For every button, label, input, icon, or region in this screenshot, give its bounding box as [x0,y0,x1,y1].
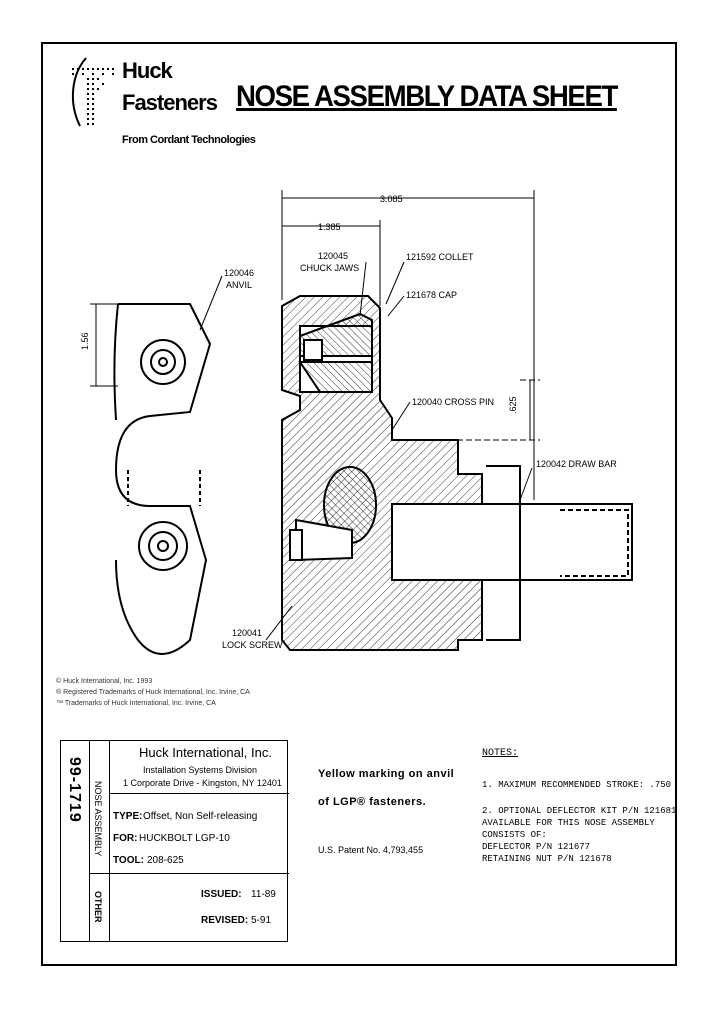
revised-label: REVISED: [201,915,249,926]
company-division: Installation Systems Division [143,765,258,775]
brand-fasteners: Fasteners [122,90,218,115]
type-value: Offset, Non Self-releasing [143,811,258,822]
callout-lock-screw-number: 120041 [232,628,262,638]
callout-chuck-jaws-name: CHUCK JAWS [300,263,359,273]
tool-value: 208-625 [147,855,184,866]
callout-chuck-jaws-number: 120045 [318,251,348,261]
doc-other: OTHER [93,891,103,923]
sheet-border [41,42,677,966]
legal-registered: ® Registered Trademarks of Huck Internat… [56,689,250,696]
issued-value: 11-89 [251,889,276,900]
dim-overall: 3.085 [380,194,403,204]
note-2-line-1: 2. OPTIONAL DEFLECTOR KIT P/N 121681 [482,806,677,816]
dim-vertical-left: 1.56 [80,332,90,350]
tool-label: TOOL: [113,855,144,866]
callout-anvil-number: 120046 [224,268,254,278]
title-block: 99-1719 NOSE ASSEMBLY OTHER Huck Interna… [60,740,289,942]
note-2-line-5: RETAINING NUT P/N 121678 [482,854,612,864]
anvil-side-view [113,303,212,655]
legal-trademark: ™ Trademarks of Huck International, Inc.… [56,700,216,707]
for-value: HUCKBOLT LGP-10 [139,833,230,844]
callout-anvil-name: ANVIL [226,280,252,290]
callout-cap: 121678 CAP [406,290,457,300]
nose-section-view [281,295,633,651]
note-1: 1. MAXIMUM RECOMMENDED STROKE: .750 [482,780,672,790]
for-label: FOR: [113,833,138,844]
company-name: Huck International, Inc. [139,745,272,760]
brand-tagline: From Cordant Technologies [122,134,256,146]
revised-value: 5-91 [251,915,272,926]
legal-copyright: © Huck International, Inc. 1993 [56,678,153,685]
notes-heading: NOTES: [482,748,519,759]
page-title: NOSE ASSEMBLY DATA SHEET [236,80,618,113]
callout-collet: 121592 COLLET [406,252,474,262]
callout-draw-bar: 120042 DRAW BAR [536,459,617,469]
company-address: 1 Corporate Drive - Kingston, NY 12401 [123,778,282,788]
marking-line2: of LGP® fasteners. [318,796,427,808]
dim-vertical-right: .625 [508,396,518,414]
huck-logo-icon [71,57,114,127]
doc-category: NOSE ASSEMBLY [93,781,103,857]
patent-number: U.S. Patent No. 4,793,455 [318,845,424,855]
dim-partial: 1.385 [318,222,341,232]
issued-label: ISSUED: [201,889,242,900]
callout-cross-pin: 120040 CROSS PIN [412,397,494,407]
note-2-line-2: AVAILABLE FOR THIS NOSE ASSEMBLY [482,818,655,828]
type-label: TYPE: [113,811,143,822]
doc-number: 99-1719 [66,757,83,823]
callout-lock-screw-name: LOCK SCREW [222,640,283,650]
note-2-line-3: CONSISTS OF: [482,830,547,840]
note-2-line-4: DEFLECTOR P/N 121677 [482,842,591,852]
brand-huck: Huck [122,58,173,83]
marking-line1: Yellow marking on anvil [318,768,455,780]
